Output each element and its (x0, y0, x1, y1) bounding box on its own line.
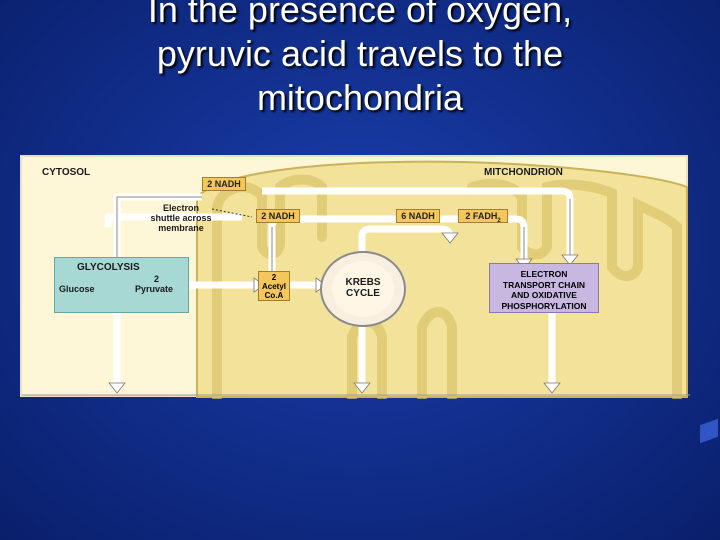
cellular-respiration-diagram: CYTOSOL MITCHONDRION 2 NADH 2 NADH 6 NAD… (20, 155, 688, 397)
krebs-nadh-tag: 6 NADH (396, 209, 440, 223)
acetyl-line-1: 2 (259, 273, 289, 282)
title-line-2: pyruvic acid travels to the (0, 32, 720, 76)
electron-shuttle-label: Electron shuttle across membrane (132, 203, 230, 233)
shuttle-line-1: Electron (132, 203, 230, 213)
krebs-line-1: KREBS (332, 277, 394, 288)
cytosol-nadh-tag: 2 NADH (202, 177, 246, 191)
glycolysis-box: GLYCOLYSIS 2 Glucose Pyruvate (54, 257, 189, 313)
title-line-1: In the presence of oxygen, (0, 0, 720, 32)
krebs-cycle-label: KREBS CYCLE (332, 261, 394, 317)
pyruvate-label: Pyruvate (135, 284, 173, 294)
glycolysis-two: 2 (154, 274, 159, 284)
acetyl-line-3: Co.A (259, 291, 289, 300)
krebs-cycle-circle: KREBS CYCLE (320, 251, 406, 327)
title-line-3: mitochondria (0, 76, 720, 120)
link-nadh-tag: 2 NADH (256, 209, 300, 223)
etc-line-1: ELECTRON (490, 269, 598, 280)
cytosol-label: CYTOSOL (42, 167, 90, 178)
electron-transport-chain-box: ELECTRON TRANSPORT CHAIN AND OXIDATIVE P… (489, 263, 599, 313)
fadh2-subscript: 2 (497, 218, 500, 224)
krebs-line-2: CYCLE (332, 288, 394, 299)
acetyl-line-2: Acetyl (259, 282, 289, 291)
shuttle-line-3: membrane (132, 223, 230, 233)
fadh2-prefix: 2 FADH (465, 211, 497, 221)
glycolysis-title: GLYCOLYSIS (77, 262, 140, 273)
shuttle-line-2: shuttle across (132, 213, 230, 223)
decorative-corner-mark (700, 419, 718, 444)
etc-line-4: PHOSPHORYLATION (490, 301, 598, 312)
acetyl-coa-box: 2 Acetyl Co.A (258, 271, 290, 301)
arrowhead-glycolysis-down (109, 383, 125, 393)
etc-line-2: TRANSPORT CHAIN (490, 280, 598, 291)
fadh2-tag: 2 FADH2 (458, 209, 508, 223)
slide-title: In the presence of oxygen, pyruvic acid … (0, 0, 720, 120)
mitochondrion-label: MITCHONDRION (484, 167, 563, 178)
glucose-label: Glucose (59, 284, 95, 294)
etc-line-3: AND OXIDATIVE (490, 290, 598, 301)
